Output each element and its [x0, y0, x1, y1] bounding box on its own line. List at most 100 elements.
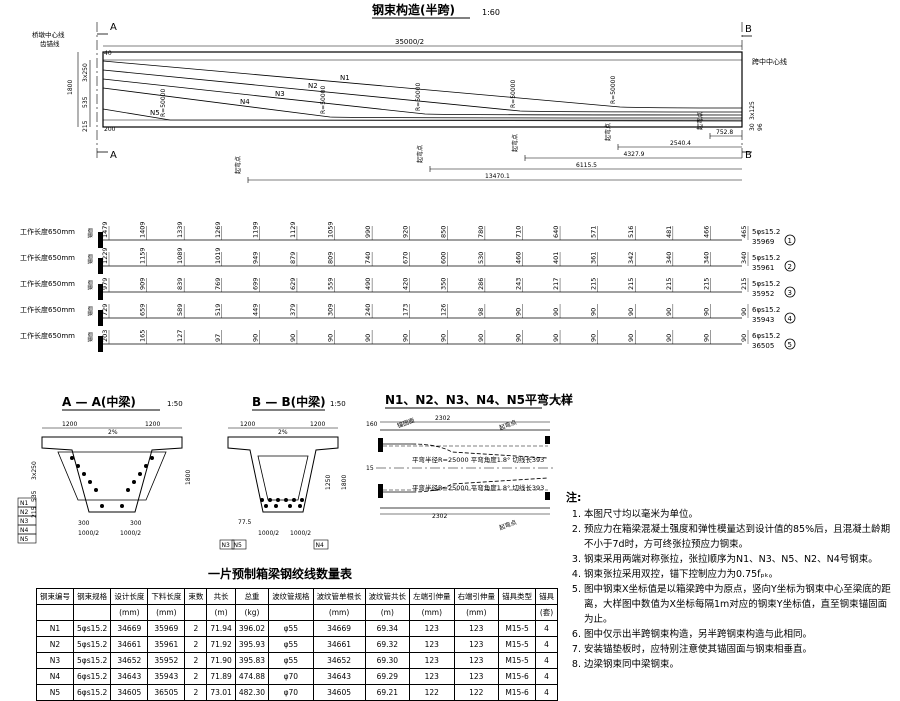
tendon-label-n3: N3: [275, 90, 285, 98]
row-number: 3: [788, 289, 792, 297]
note-item: 钢束采用两端对称张拉，张拉顺序为N1、N3、N5、N2、N4号钢束。: [584, 552, 896, 567]
work-length-label: 工作长度650mm: [20, 305, 75, 314]
section-b-dim-5: 77.5: [238, 519, 252, 526]
coord-value: 309: [327, 304, 335, 316]
tendon-dot: [82, 472, 86, 476]
tendon-dot: [94, 488, 98, 492]
table-cell: 5φs15.2: [72, 636, 112, 653]
table-cell: 35952: [147, 652, 186, 669]
table-header-cell: 波纹管规格: [268, 588, 314, 605]
coord-value: 670: [402, 252, 410, 264]
coord-value: 97: [214, 334, 222, 342]
table-cell: 34661: [110, 636, 149, 653]
tendon-dot: [132, 480, 136, 484]
table-header-cell: 下料长度: [147, 588, 186, 605]
notes-block: 注: 本图尺寸均以毫米为单位。预应力在箱梁混凝土强度和弹性模量达到设计值的85%…: [566, 490, 896, 672]
coord-value: 90: [627, 334, 635, 342]
table-header-cell: 束数: [184, 588, 208, 605]
section-b-tag: N4: [316, 542, 324, 549]
section-a-tag: N4: [20, 527, 28, 534]
coord-value: 401: [552, 252, 560, 264]
section-a-dim-10: 215: [31, 506, 38, 518]
tendon-dot: [284, 498, 288, 502]
table-unit-cell: (套): [535, 604, 559, 621]
table-cell: 34643: [110, 668, 149, 685]
table-unit-cell: [498, 604, 537, 621]
coord-value: 342: [627, 252, 635, 264]
table-cell: 6φs15.2: [72, 684, 112, 701]
coord-value: 243: [514, 278, 522, 290]
table-cell: φ70: [268, 668, 314, 685]
table-cell: 122: [409, 684, 455, 701]
coord-value: 839: [176, 278, 184, 290]
work-length-label: 工作长度650mm: [20, 331, 75, 340]
elevation-title: 钢束构造(半跨): [372, 2, 455, 17]
table-cell: 4: [535, 636, 559, 653]
coord-value: 460: [514, 252, 522, 264]
detail-anchor-label: 锚固面: [396, 416, 416, 430]
anchor-face-label: 锚面: [87, 332, 94, 342]
detail-dim-top: 2302: [435, 415, 450, 422]
table-cell: 123: [453, 668, 500, 685]
section-a-dim-7: 1800: [185, 470, 192, 485]
table-cell: 4: [535, 668, 559, 685]
section-a-dim-5: 1000/2: [78, 530, 99, 537]
table-cell: 34605: [312, 684, 366, 701]
tendon-n3: [102, 78, 743, 116]
work-length-label: 工作长度650mm: [20, 227, 75, 236]
coord-value: 589: [176, 304, 184, 316]
detail-arc-lower: 平弯半径R=25000 平弯角度1.8° 切线长393: [412, 483, 544, 492]
note-item: 钢束张拉采用双控，锚下控制应力为0.75fₚₖ。: [584, 567, 896, 582]
table-header-cell: 共长: [206, 588, 236, 605]
detail-dim-bottom: 2302: [432, 513, 447, 520]
table-unit-cell: (m): [364, 604, 411, 621]
coord-value: 340: [740, 252, 748, 264]
anchor-face-label: 锚面: [87, 280, 94, 290]
tendon-dot: [268, 498, 272, 502]
section-b-title: B — B(中梁): [252, 394, 326, 409]
table-title: 一片预制箱梁钢绞线数量表: [207, 567, 352, 581]
coord-value: 530: [477, 252, 485, 264]
table-cell: 2: [184, 652, 208, 669]
detail-scale: 1:50: [555, 398, 571, 406]
section-a-dim-8: 3x250: [31, 461, 38, 480]
table-cell: 482.30: [234, 684, 270, 701]
row-length: 35961: [752, 264, 774, 272]
elevation-view: 钢束构造(半跨) 1:60 A A B B 桥墩中心线 齿锚线 35000/2 …: [32, 2, 787, 183]
bend-start-dist: 13470.1: [485, 173, 510, 180]
coord-value: 90: [590, 334, 598, 342]
section-a-title: A — A(中梁): [62, 394, 136, 409]
table-cell: 35961: [147, 636, 186, 653]
section-b-tag: N5: [234, 542, 242, 549]
section-mark-b-top: B: [745, 24, 752, 35]
table-cell: 34661: [312, 636, 366, 653]
table-cell: 5φs15.2: [72, 620, 112, 637]
note-item: 本图尺寸均以毫米为单位。: [584, 507, 896, 522]
section-a-slope: 2%: [108, 429, 118, 436]
coord-value: 361: [590, 252, 598, 264]
coord-value: 90: [477, 334, 485, 342]
bend-start-label: 起弯点: [604, 123, 612, 141]
coord-value: 90: [590, 308, 598, 316]
table-cell: 34605: [110, 684, 149, 701]
table-cell: N2: [36, 636, 74, 653]
table-cell: 123: [409, 668, 455, 685]
section-a-dim-3: 300: [78, 520, 90, 527]
row-spec: 5φs15.2: [752, 254, 780, 262]
coord-value: 90: [702, 334, 710, 342]
coord-value: 90: [702, 308, 710, 316]
coord-value: 600: [439, 252, 447, 264]
table-cell: M15-6: [498, 668, 537, 685]
section-b-dim-1: 1200: [240, 421, 255, 428]
plan-bend-detail: N1、N2、N3、N4、N5平弯大样 1:50 2302 160 平弯半径R=2…: [366, 392, 573, 532]
table-cell: 69.32: [364, 636, 411, 653]
strand-quantity-table: 钢束编号钢束规格设计长度下料长度束数共长总重波纹管规格波纹管单根长波纹管共长左端…: [36, 588, 559, 701]
table-cell: 123: [409, 652, 455, 669]
coord-value: 90: [665, 308, 673, 316]
bend-start-dimensions: 752.8起弯点2540.4起弯点4327.9起弯点6115.5起弯点13470…: [234, 112, 742, 183]
coord-value: 729: [101, 304, 109, 316]
detail-start-label-bottom: 起弯点: [498, 518, 518, 532]
